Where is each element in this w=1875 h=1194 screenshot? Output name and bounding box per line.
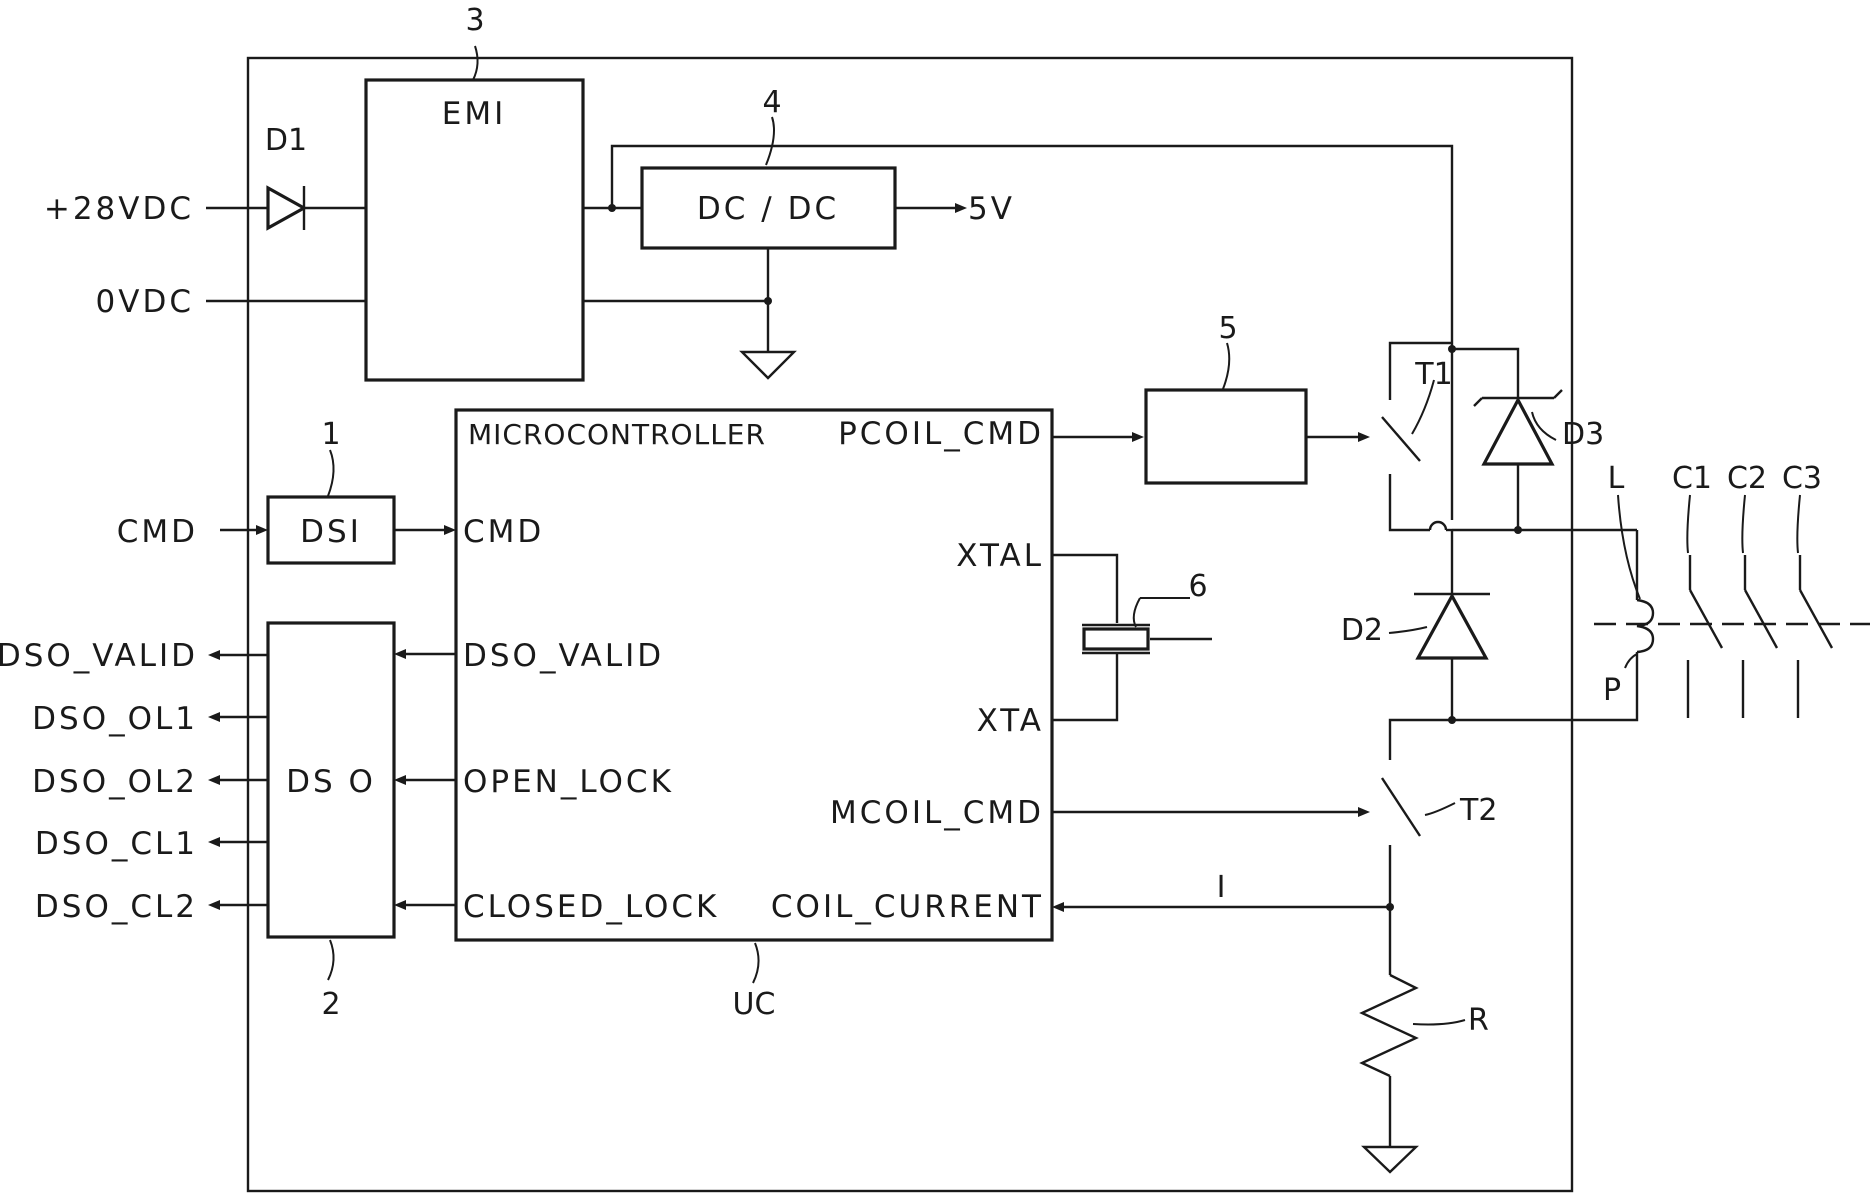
diode-d2: [1414, 594, 1490, 658]
ref-5: 5: [1218, 311, 1237, 346]
port-dso-ol1: DSO_OL1: [32, 701, 198, 737]
dso-label: DS O: [286, 764, 376, 800]
port-0vdc: 0VDC: [96, 284, 194, 320]
port-dso-ol2: DSO_OL2: [32, 764, 198, 800]
mcu-pin-coil-current: COIL_CURRENT: [771, 889, 1044, 925]
port-dso-cl2: DSO_CL2: [35, 889, 198, 925]
ref-d1: D1: [265, 123, 307, 158]
port-dso-valid: DSO_VALID: [0, 638, 198, 674]
ref-c1: C1: [1672, 461, 1712, 496]
switch-t2: [1382, 778, 1420, 975]
block-5: [1146, 390, 1306, 483]
ref-r: R: [1468, 1003, 1489, 1038]
crystal-6: [1082, 625, 1212, 653]
ref-2: 2: [321, 987, 340, 1022]
ref-t2: T2: [1459, 793, 1497, 828]
ref-i: I: [1217, 870, 1226, 905]
mcu-pin-xta: XTA: [977, 703, 1044, 739]
dso-input-arrows: [394, 649, 456, 910]
mcu-title: MICROCONTROLLER: [468, 418, 766, 451]
dcdc-label: DC / DC: [697, 191, 839, 227]
mcu-pin-xtal: XTAL: [956, 538, 1044, 574]
ref-4: 4: [762, 85, 781, 120]
ref-p: P: [1603, 673, 1621, 708]
ref-t1: T1: [1414, 357, 1452, 392]
mcu-pin-pcoil-cmd: PCOIL_CMD: [838, 416, 1044, 452]
power-input-section: [206, 186, 366, 301]
ground-symbol-bottom: [1364, 1147, 1416, 1172]
dso-output-arrows: [208, 650, 268, 910]
ref-6: 6: [1188, 569, 1207, 604]
ref-c3: C3: [1782, 461, 1822, 496]
port-cmd: CMD: [117, 514, 198, 550]
mcu-pin-dso-valid: DSO_VALID: [463, 638, 664, 674]
diode-d3: [1474, 390, 1562, 464]
ref-uc: UC: [733, 987, 776, 1022]
contacts-c1-c2-c3: [1594, 555, 1870, 718]
emi-label: EMI: [442, 96, 506, 132]
microcontroller-block: [456, 410, 1052, 940]
resistor-r: [1362, 975, 1416, 1076]
port-dso-cl1: DSO_CL1: [35, 826, 198, 862]
ref-1: 1: [321, 417, 340, 452]
mcu-pin-cmd: CMD: [463, 514, 544, 550]
ref-l: L: [1608, 461, 1625, 496]
ref-c2: C2: [1727, 461, 1767, 496]
ground-symbol-top: [742, 352, 794, 378]
port-5v: 5V: [968, 191, 1015, 227]
mcu-pin-mcoil-cmd: MCOIL_CMD: [830, 795, 1044, 831]
ref-d3: D3: [1562, 417, 1604, 452]
dsi-label: DSI: [300, 514, 362, 550]
ref-d2: D2: [1341, 613, 1383, 648]
diode-d1: [268, 186, 304, 230]
ref-3: 3: [465, 3, 484, 38]
port-28vdc: +28VDC: [44, 191, 194, 227]
mcu-pin-open-lock: OPEN_LOCK: [463, 764, 674, 800]
mcu-pin-closed-lock: CLOSED_LOCK: [463, 889, 719, 925]
